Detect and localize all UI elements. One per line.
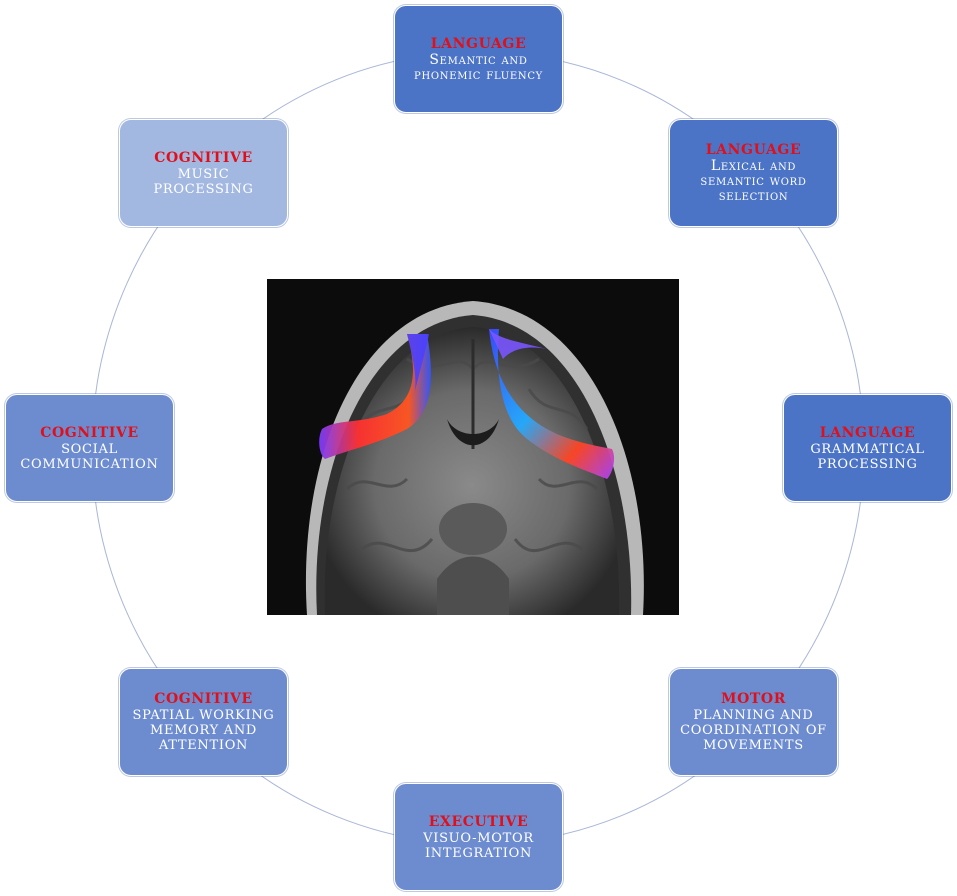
node-category: COGNITIVE bbox=[154, 149, 253, 166]
node-category: COGNITIVE bbox=[40, 424, 139, 441]
node-executive-visuomotor: EXECUTIVE VISUO-MOTOR INTEGRATION bbox=[394, 783, 563, 891]
node-language-grammatical: LANGUAGE GRAMMATICAL PROCESSING bbox=[783, 394, 952, 502]
node-cognitive-spatial: COGNITIVE SPATIAL WORKING MEMORY AND ATT… bbox=[119, 668, 288, 776]
node-description: SOCIAL COMMUNICATION bbox=[20, 441, 159, 472]
node-description: SPATIAL WORKING MEMORY AND ATTENTION bbox=[132, 708, 275, 753]
node-description: MUSIC PROCESSING bbox=[153, 166, 254, 197]
node-category: LANGUAGE bbox=[705, 142, 802, 158]
node-cognitive-social: COGNITIVE SOCIAL COMMUNICATION bbox=[5, 394, 174, 502]
node-description: Semantic and phonemic fluency bbox=[414, 51, 543, 83]
node-motor-planning: MOTOR PLANNING AND COORDINATION OF MOVEM… bbox=[669, 668, 838, 776]
node-language-fluency: LANGUAGE Semantic and phonemic fluency bbox=[394, 5, 563, 113]
node-language-word-selection: LANGUAGE Lexical and semantic word selec… bbox=[669, 119, 838, 227]
node-cognitive-music: COGNITIVE MUSIC PROCESSING bbox=[119, 119, 288, 227]
node-description: VISUO-MOTOR INTEGRATION bbox=[423, 830, 534, 861]
brain-mri-image bbox=[267, 279, 679, 615]
node-category: EXECUTIVE bbox=[428, 813, 529, 830]
node-description: Lexical and semantic word selection bbox=[700, 158, 807, 204]
node-category: LANGUAGE bbox=[430, 35, 527, 52]
node-description: GRAMMATICAL PROCESSING bbox=[810, 441, 925, 472]
node-description: PLANNING AND COORDINATION OF MOVEMENTS bbox=[680, 708, 827, 753]
node-category: LANGUAGE bbox=[819, 424, 916, 441]
node-category: MOTOR bbox=[721, 691, 786, 707]
node-category: COGNITIVE bbox=[154, 691, 253, 707]
